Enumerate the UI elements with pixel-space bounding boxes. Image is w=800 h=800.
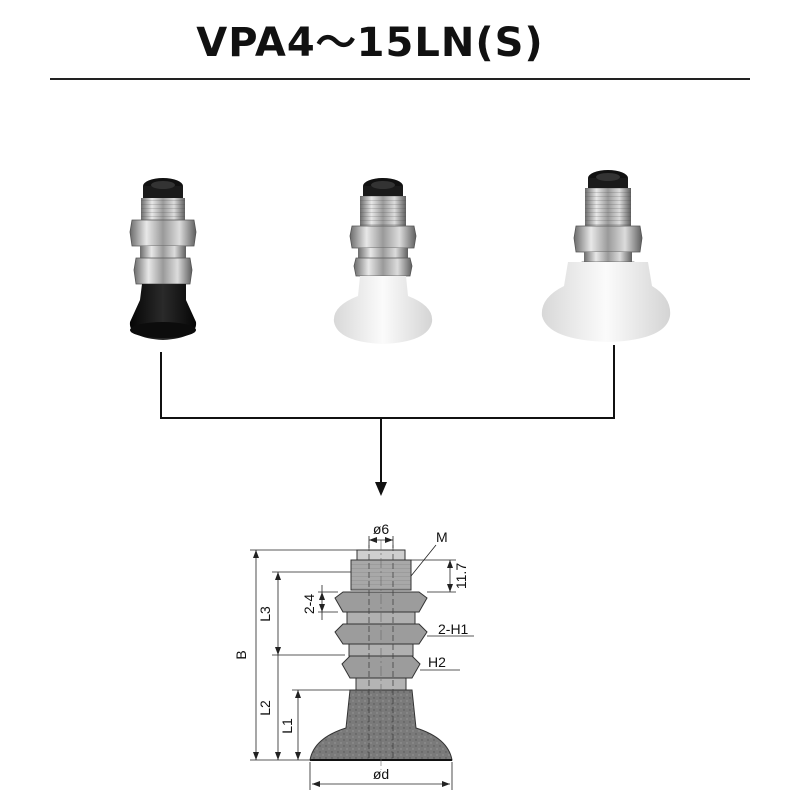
label-l1: L1 <box>279 718 295 734</box>
label-11-7: 11.7 <box>453 563 469 589</box>
label-diameter-6: ø6 <box>373 521 390 537</box>
label-b: B <box>233 650 249 659</box>
label-m: M <box>436 529 448 545</box>
technical-drawing: ø6 M 11.7 2-4 2-H1 H2 B L3 L2 L1 ød <box>233 521 474 790</box>
label-l3: L3 <box>257 606 273 622</box>
label-2-4: 2-4 <box>301 594 317 614</box>
label-l2: L2 <box>257 700 273 716</box>
product-white-suction-cup-small <box>333 178 433 344</box>
connector-lines <box>160 345 615 485</box>
product-white-suction-cup-large <box>541 170 671 342</box>
label-h2: H2 <box>428 654 446 670</box>
title-divider <box>50 78 750 80</box>
label-diameter-d: ød <box>373 766 389 782</box>
label-2-h1: 2-H1 <box>438 621 469 637</box>
down-arrow-icon <box>375 482 387 496</box>
page-title: VPA4～15LN(S) <box>196 20 544 66</box>
product-black-suction-cup <box>129 178 197 340</box>
